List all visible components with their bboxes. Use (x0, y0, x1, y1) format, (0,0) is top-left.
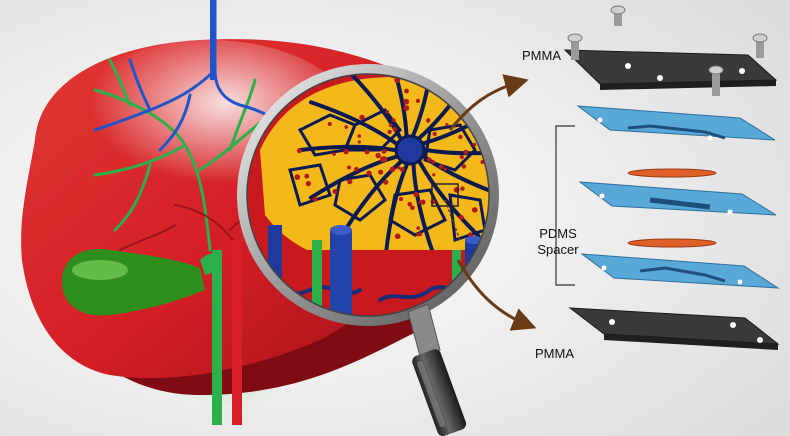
bile-vessel-tree (93, 58, 272, 252)
nucleus-dot (418, 200, 422, 204)
nucleus-dot (385, 110, 390, 114)
nucleus-dot (432, 173, 436, 177)
nucleus-dot (432, 131, 437, 137)
arrow-to-top-pmma (448, 74, 529, 131)
pdms-bracket (555, 125, 575, 286)
nucleus-dot (416, 226, 421, 230)
nucleus-dot (381, 156, 388, 163)
sinusoid-line (424, 148, 490, 156)
arrow-to-bottom-pmma (456, 259, 537, 331)
nucleus-dot (415, 98, 420, 103)
nucleus-dot (443, 167, 448, 171)
nucleus-dot (431, 160, 436, 164)
nucleus-dot (392, 126, 398, 132)
magnifier-handle (412, 349, 467, 436)
spacer-label: Spacer (537, 242, 579, 257)
magnifier-neck (407, 303, 441, 357)
nucleus-dot (403, 98, 410, 105)
nucleus-dot (359, 114, 365, 121)
nucleus-dot (378, 169, 384, 175)
nucleus-dot (332, 152, 336, 156)
nucleus-dot (344, 125, 349, 129)
gallbladder (61, 249, 205, 316)
pdms-spacer-label: PDMS Spacer (536, 226, 580, 258)
nucleus-dot (413, 191, 419, 197)
nucleus-dot (439, 164, 444, 169)
nucleus-dot (426, 157, 432, 163)
screw-4 (708, 65, 724, 96)
blue-column-mid (330, 230, 352, 317)
magnifier-rim (237, 64, 499, 326)
nucleus-dot (460, 186, 465, 191)
nucleus-dot (471, 207, 478, 213)
nucleus-dot (354, 166, 359, 172)
nucleus-dot (407, 201, 413, 207)
nucleus-dot (375, 152, 381, 159)
zoom-box (431, 183, 459, 207)
pmma-top-label: PMMA (522, 48, 561, 63)
nucleus-dot (426, 118, 431, 123)
nucleus-dot (304, 173, 310, 179)
nucleus-dot (410, 205, 415, 211)
nucleus-dot (404, 88, 409, 94)
sinusoid-line (383, 73, 409, 137)
nucleus-dot (389, 166, 396, 173)
nucleus-dot (332, 189, 338, 194)
spacer-1 (627, 168, 717, 178)
nucleus-dot (383, 179, 389, 185)
sinusoid-line (308, 154, 398, 200)
nucleus-dot (472, 142, 477, 147)
nucleus-dot (387, 129, 392, 135)
hepatic-artery-tube (232, 240, 242, 425)
hilum-join (200, 252, 222, 275)
nucleus-dot (366, 170, 372, 176)
nucleus-dot (294, 174, 301, 180)
bile-duct-tube (212, 250, 222, 425)
nucleus-dot (343, 148, 349, 155)
sinusoid-line (417, 160, 481, 239)
nucleus-dot (463, 149, 469, 155)
sinusoid-line (411, 163, 437, 260)
nucleus-dot (347, 179, 353, 185)
green-column-left (312, 240, 322, 317)
nucleus-dot (312, 196, 318, 202)
nucleus-dot (357, 134, 362, 138)
nucleus-dot (420, 199, 426, 205)
nucleus-dot (461, 164, 467, 169)
chip-stack (555, 5, 780, 350)
nucleus-dot (296, 148, 302, 154)
nucleus-dot (394, 233, 401, 240)
screw-3 (752, 33, 768, 58)
nucleus-dot (459, 155, 464, 160)
nucleus-dot (305, 181, 311, 187)
blue-vein-tube (210, 0, 216, 80)
pdms-label: PDMS (539, 226, 577, 241)
nucleus-dot (400, 167, 405, 172)
nucleus-dot (381, 149, 386, 154)
spacer-2 (627, 238, 717, 248)
nucleus-dot (364, 149, 370, 155)
nucleus-dot (458, 134, 463, 140)
nucleus-dot (391, 118, 396, 123)
sinusoid-line (411, 73, 437, 137)
nucleus-dot (403, 105, 410, 111)
nucleus-dot (418, 232, 423, 237)
sinusoid-line (422, 100, 490, 146)
pmma-top-plate (563, 49, 778, 85)
screw-1 (610, 5, 626, 26)
nucleus-dot (357, 140, 361, 144)
nucleus-dot (347, 165, 352, 170)
nucleus-dot (388, 123, 393, 128)
nucleus-dot (399, 197, 403, 202)
pmma-bottom-label: PMMA (535, 346, 574, 361)
nucleus-dot (397, 166, 401, 170)
nucleus-dot (327, 121, 332, 127)
screw-2 (567, 33, 583, 60)
nucleus-dot (445, 123, 449, 127)
nucleus-dot (458, 214, 464, 220)
sinusoid-line (308, 100, 398, 146)
